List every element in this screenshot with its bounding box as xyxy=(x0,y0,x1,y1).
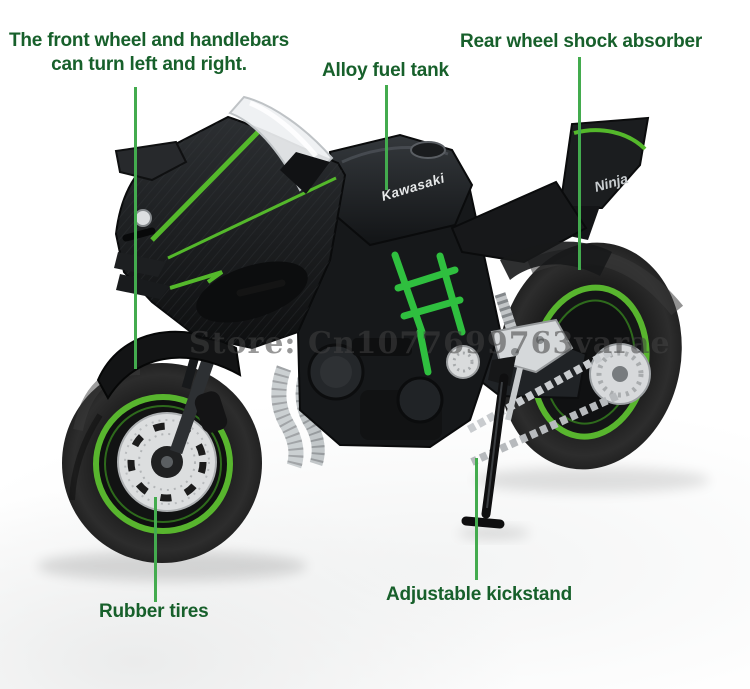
clutch-cover xyxy=(396,376,444,424)
front-tire-tread-2 xyxy=(69,413,103,501)
dash-cowl xyxy=(280,152,330,194)
rear-axle xyxy=(612,366,628,382)
windscreen-highlight xyxy=(249,100,318,158)
callout-front-steering: The front wheel and handlebars can turn … xyxy=(8,30,290,75)
kickstand xyxy=(461,356,516,529)
nose-green-stripe xyxy=(150,130,260,242)
front-winglet-upper xyxy=(114,252,166,277)
engine-cover-inner xyxy=(320,356,352,388)
brake-disc-slots xyxy=(127,422,207,502)
mirror-winglet xyxy=(114,140,188,182)
rear-sprocket-holes xyxy=(596,350,644,398)
fuel-tank xyxy=(328,133,474,247)
front-brake-caliper xyxy=(194,391,228,433)
trellis-frame xyxy=(391,251,466,376)
pointer-line-tires xyxy=(154,497,157,602)
linkage-rod xyxy=(505,367,523,421)
engine-detail xyxy=(352,338,412,356)
bracket-bolt xyxy=(536,336,544,344)
kickstand-foot xyxy=(461,516,505,529)
handlebar xyxy=(236,279,286,297)
pointer-line-rear-shock xyxy=(578,57,581,270)
heel-plate-holes xyxy=(452,351,474,373)
tail-green-stripe xyxy=(573,128,647,151)
front-fender xyxy=(96,330,242,400)
bracket-bolt-2 xyxy=(511,348,519,356)
kickstand-highlight xyxy=(486,381,503,509)
brake-disc-drill-holes-outer xyxy=(124,419,210,505)
pointer-line-front-steering xyxy=(134,87,137,369)
drive-chain-upper xyxy=(466,348,612,434)
rear-wheel-shadow xyxy=(474,467,710,493)
rear-hugger xyxy=(500,241,612,280)
pointer-line-kickstand xyxy=(475,458,478,580)
front-axle xyxy=(161,456,173,468)
heel-plate xyxy=(446,345,480,379)
headlight-slit xyxy=(122,227,156,242)
engine xyxy=(307,338,444,440)
fuel-filler-cap xyxy=(410,141,446,159)
front-winglet-lower xyxy=(116,274,170,299)
store-watermark: Store: Cn1077699763varae xyxy=(189,326,671,361)
callout-rear-shock: Rear wheel shock absorber xyxy=(460,31,703,52)
kickstand-shadow xyxy=(458,527,530,539)
brake-disc-drill-holes-inner xyxy=(138,433,196,491)
callout-kickstand: Adjustable kickstand xyxy=(386,584,573,605)
river-mark-emblem xyxy=(134,209,152,227)
pointer-line-fuel-tank xyxy=(385,85,388,190)
callout-fuel-tank: Alloy fuel tank xyxy=(322,60,449,81)
front-wheel-shadow xyxy=(37,551,307,581)
callout-tires: Rubber tires xyxy=(99,601,209,622)
fin-green-stripe xyxy=(169,270,224,290)
front-wheel xyxy=(62,363,262,563)
